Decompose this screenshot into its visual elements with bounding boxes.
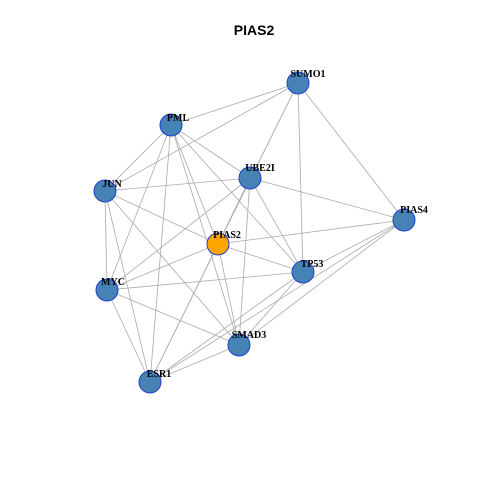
node-label-myc: MYC	[101, 277, 125, 288]
node-myc[interactable]: MYC	[95, 277, 125, 302]
node-label-jun: JUN	[102, 179, 122, 190]
node-circle-sumo1[interactable]	[286, 71, 310, 95]
node-circle-tp53[interactable]	[291, 260, 315, 284]
edge-pml-myc	[106, 124, 172, 291]
edge-pias2-myc	[106, 243, 219, 291]
node-label-ube2i: UBE2I	[245, 163, 275, 174]
node-label-pias2: PIAS2	[213, 230, 241, 241]
edge-ube2i-pias4	[249, 177, 405, 221]
edge-tp53-esr1	[149, 271, 304, 383]
node-label-pias4: PIAS4	[400, 205, 428, 216]
edge-sumo1-pml	[170, 82, 299, 126]
node-pias4[interactable]: PIAS4	[392, 205, 428, 232]
node-label-pml: PML	[167, 113, 190, 124]
edge-ube2i-jun	[104, 177, 251, 192]
edge-smad3-esr1	[149, 344, 240, 383]
edge-pml-esr1	[149, 124, 172, 383]
node-circle-esr1[interactable]	[138, 370, 162, 394]
edge-jun-pias2	[104, 190, 219, 245]
node-label-smad3: SMAD3	[232, 330, 266, 341]
edge-pml-tp53	[170, 124, 304, 273]
edge-sumo1-pias4	[297, 82, 405, 221]
node-jun[interactable]: JUN	[93, 179, 122, 203]
node-esr1[interactable]: ESR1	[138, 369, 171, 394]
edge-ube2i-tp53	[249, 177, 304, 273]
edge-sumo1-jun	[104, 82, 299, 192]
node-circle-pias4[interactable]	[392, 208, 416, 232]
edge-jun-smad3	[104, 190, 240, 346]
edge-tp53-smad3	[238, 271, 304, 346]
edge-ube2i-pias2	[217, 177, 251, 245]
edge-pias4-esr1	[149, 219, 405, 383]
edge-pml-ube2i	[170, 124, 251, 179]
edge-layer	[104, 82, 405, 383]
edge-pias2-tp53	[217, 243, 304, 273]
node-circle-pml[interactable]	[159, 113, 183, 137]
edge-jun-esr1	[104, 190, 151, 383]
edge-pias4-smad3	[238, 219, 405, 346]
edge-pias4-pias2	[217, 219, 405, 245]
node-circle-pias2[interactable]	[206, 232, 230, 256]
edge-pml-jun	[104, 124, 172, 192]
node-sumo1[interactable]: SUMO1	[286, 69, 326, 95]
edge-myc-smad3	[106, 289, 240, 346]
node-pml[interactable]: PML	[159, 113, 190, 137]
node-label-esr1: ESR1	[147, 369, 171, 380]
node-tp53[interactable]: TP53	[291, 259, 324, 284]
edge-jun-myc	[104, 190, 108, 291]
node-circle-smad3[interactable]	[227, 333, 251, 357]
edge-pml-smad3	[170, 124, 240, 346]
node-pias2[interactable]: PIAS2	[206, 230, 241, 256]
node-ube2i[interactable]: UBE2I	[238, 163, 275, 190]
edge-pias4-tp53	[302, 219, 405, 273]
edge-tp53-myc	[106, 271, 304, 291]
node-label-sumo1: SUMO1	[291, 69, 326, 80]
node-smad3[interactable]: SMAD3	[227, 330, 266, 357]
node-circle-ube2i[interactable]	[238, 166, 262, 190]
edge-sumo1-tp53	[297, 82, 304, 273]
edge-pias2-esr1	[149, 243, 219, 383]
edge-ube2i-myc	[106, 177, 251, 291]
graph-title: PIAS2	[234, 22, 275, 38]
node-label-tp53: TP53	[301, 259, 324, 270]
edge-pias2-smad3	[217, 243, 240, 346]
node-circle-myc[interactable]	[95, 278, 119, 302]
edge-myc-esr1	[106, 289, 151, 383]
node-circle-jun[interactable]	[93, 179, 117, 203]
edge-pml-pias2	[170, 124, 219, 245]
